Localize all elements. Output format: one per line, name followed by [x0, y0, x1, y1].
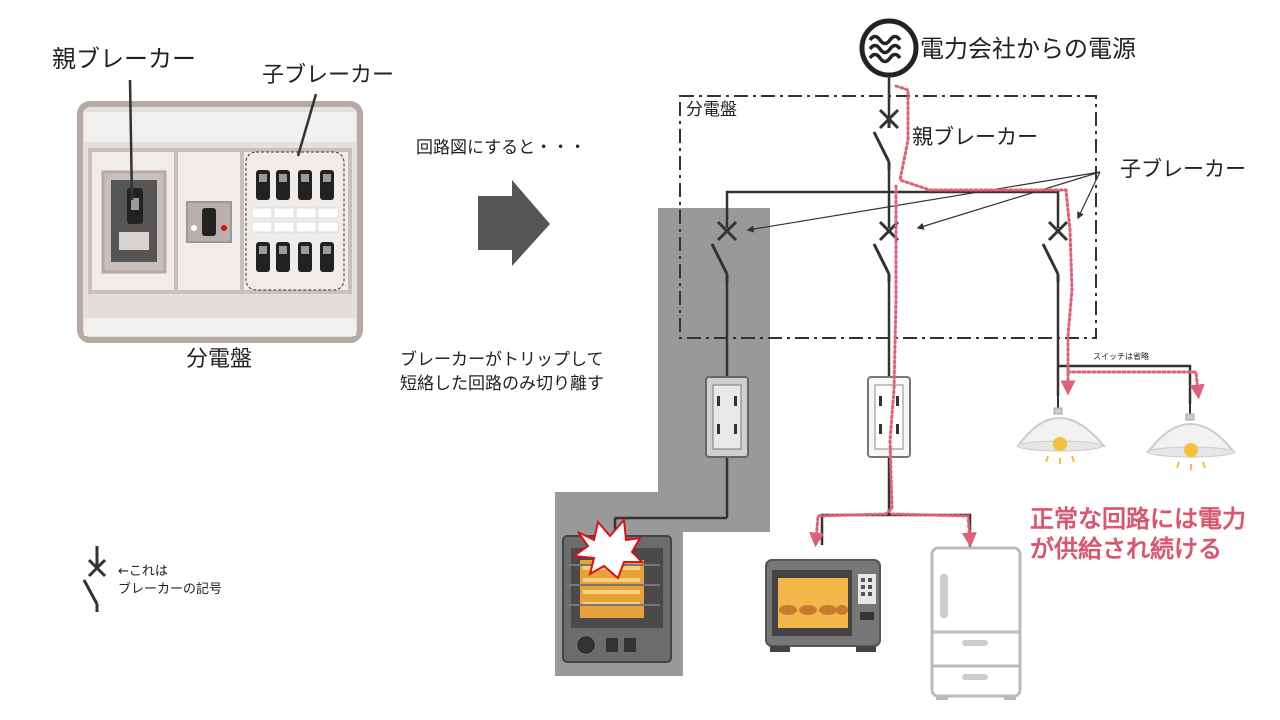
outlet-left	[705, 376, 749, 458]
trip-note-line1: ブレーカーがトリップして	[400, 350, 604, 370]
breaker-symbols	[710, 108, 1069, 282]
panel-illustration	[77, 79, 363, 343]
legend-line2: ブレーカーの記号	[118, 582, 223, 597]
switch-omitted-note: スイッチは省略	[1093, 352, 1149, 361]
arrow-caption: 回路図にすると・・・	[416, 138, 587, 158]
breaker-legend-symbol	[82, 546, 107, 612]
branch-breakers-illustration	[245, 151, 345, 291]
leakage-breaker-illustration	[186, 201, 232, 243]
circuit-branch-breakers-label: 子ブレーカー	[1120, 157, 1246, 181]
pendant-lamp-left-icon	[1016, 396, 1107, 464]
circuit-main-breaker-label: 親ブレーカー	[912, 125, 1038, 149]
transform-arrow	[478, 180, 550, 266]
panel-main-breaker-label: 親ブレーカー	[52, 45, 196, 73]
trip-note-line2: 短絡した回路のみ切り離す	[400, 374, 604, 394]
power-source-label: 電力会社からの電源	[920, 35, 1136, 63]
main-breaker-pointer	[128, 79, 134, 201]
refrigerator-icon	[930, 546, 1022, 700]
branch-breaker-right-symbol	[1041, 220, 1069, 282]
toaster-oven-icon	[765, 559, 881, 652]
branch-breaker-pointer	[296, 93, 318, 157]
legend-line1: ←これは	[118, 564, 168, 579]
panel-box-label: 分電盤	[686, 100, 737, 120]
circuit-wires	[613, 76, 1192, 548]
branch-breaker-left-symbol	[710, 220, 738, 282]
short-circuit-burst-icon	[571, 517, 645, 580]
pendant-lamp-right-icon	[1145, 404, 1237, 470]
branch-breaker-pointers	[746, 171, 1101, 233]
branch-breaker-center-symbol	[872, 220, 900, 282]
main-breaker-illustration	[101, 170, 167, 274]
power-flow-paths	[809, 84, 1205, 548]
panel-caption: 分電盤	[186, 347, 253, 372]
result-line1: 正常な回路には電力	[1030, 505, 1246, 533]
power-source-icon	[859, 18, 919, 78]
panel-branch-breaker-label: 子ブレーカー	[262, 63, 395, 88]
outlet-center	[867, 376, 911, 458]
result-line2: が供給され続ける	[1030, 535, 1222, 563]
main-breaker-symbol	[872, 108, 900, 170]
